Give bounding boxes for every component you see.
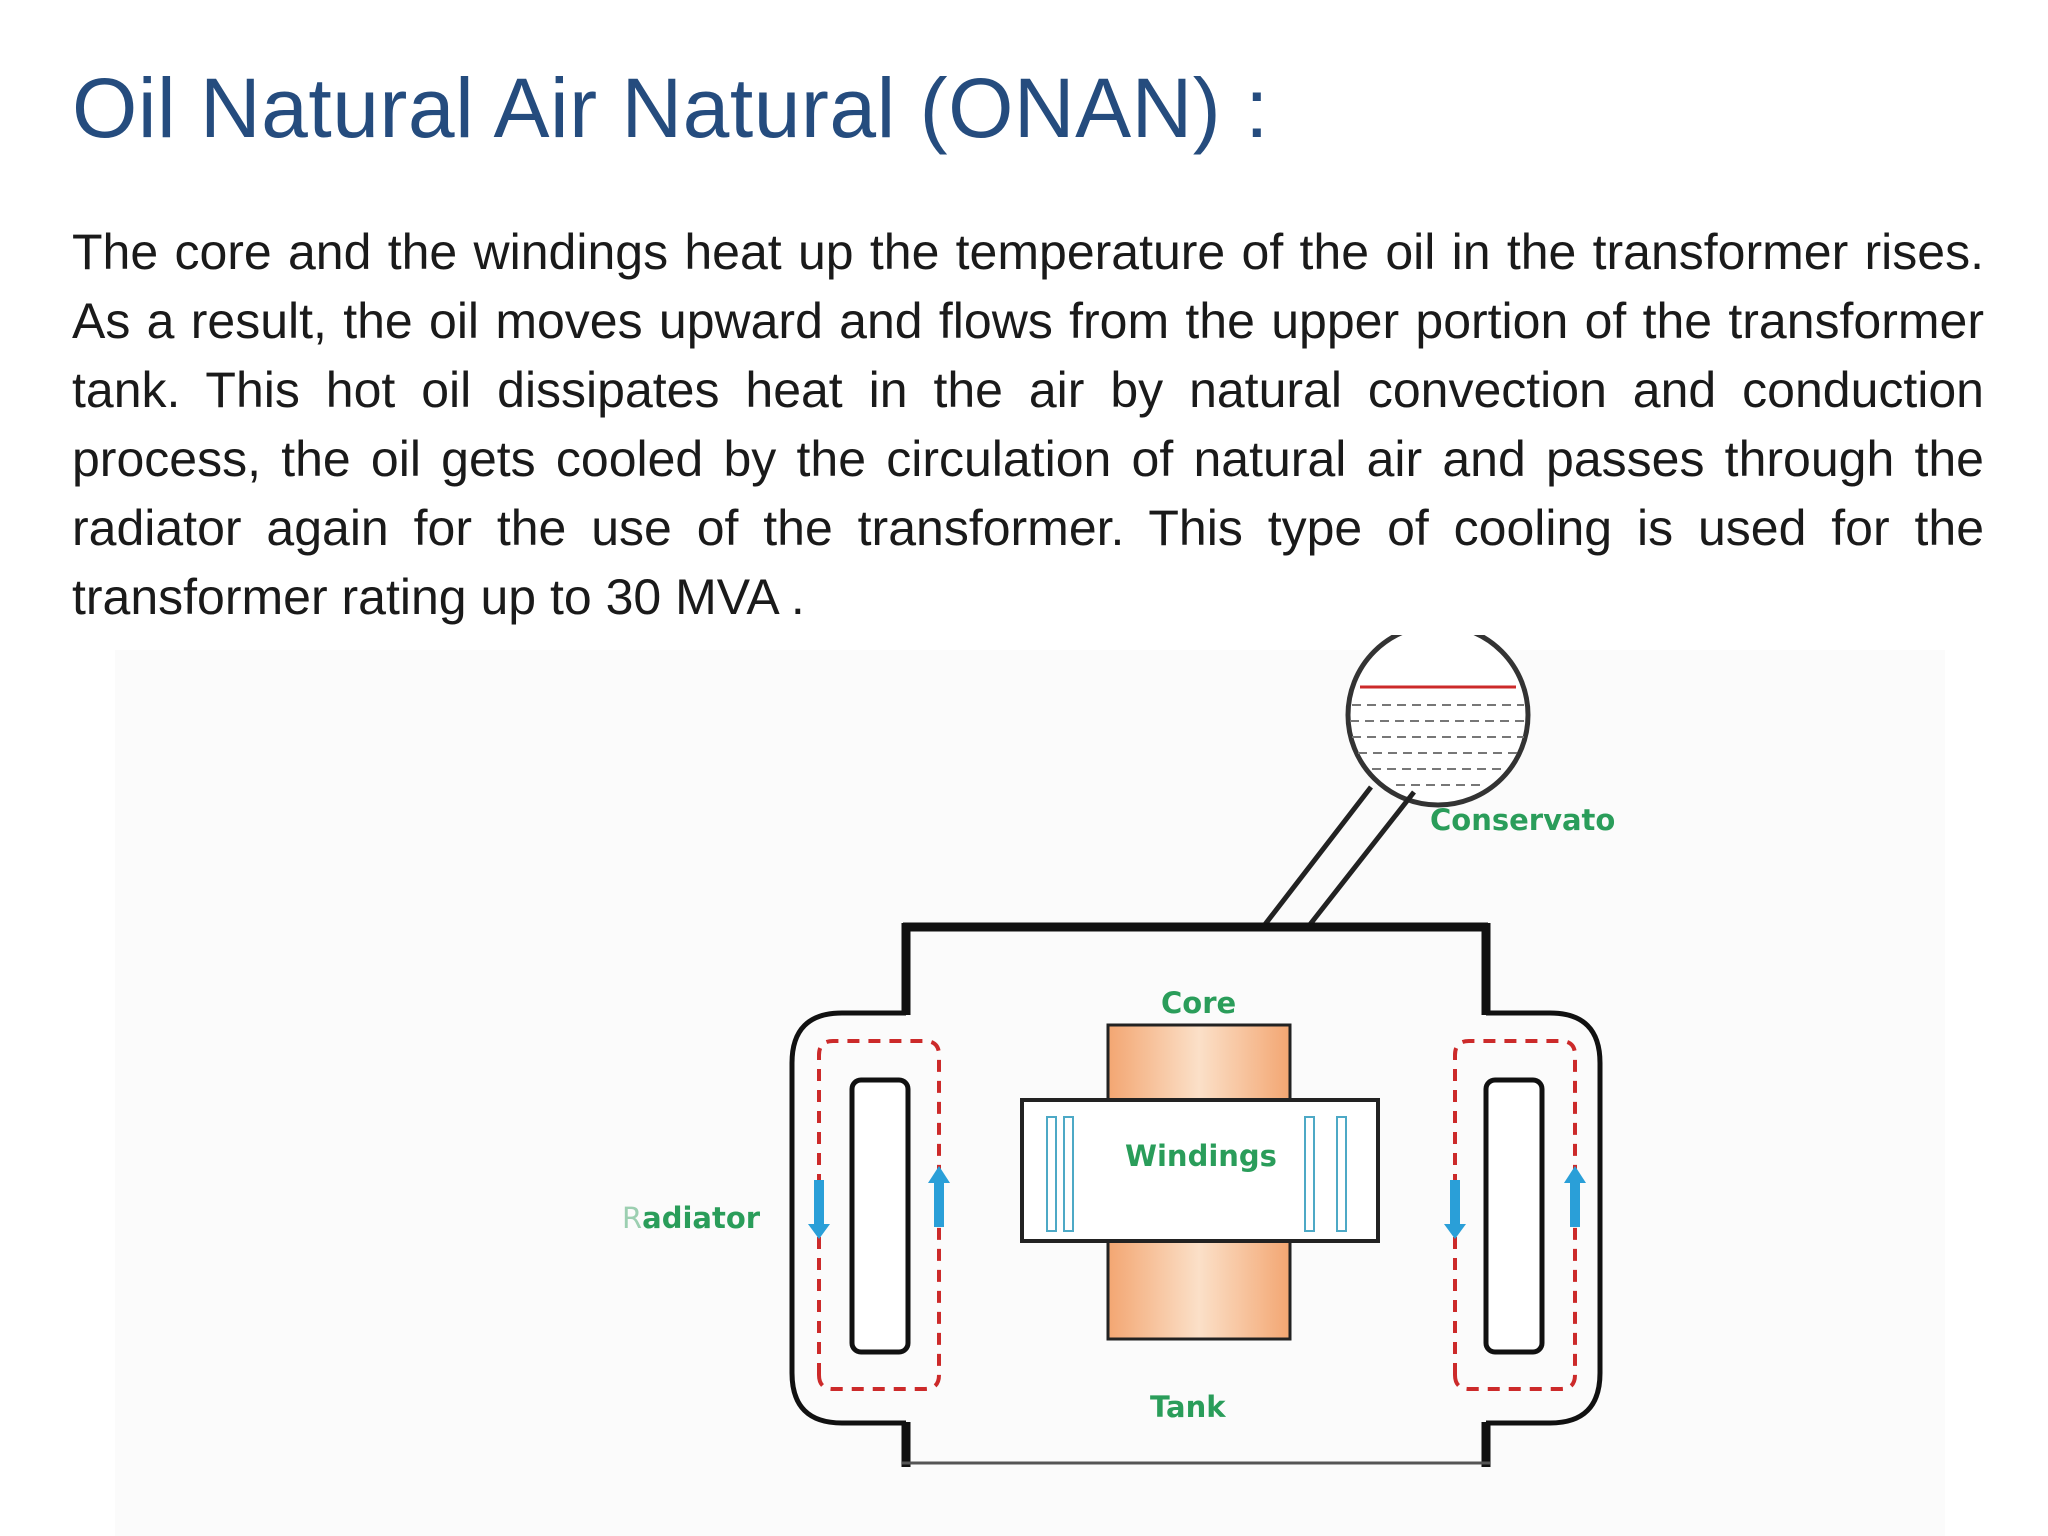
conservator-tank-circle <box>1345 635 1531 808</box>
windings-label: Windings <box>1125 1139 1277 1173</box>
radiator-label-text: adiator <box>642 1201 761 1235</box>
diagram-background <box>115 650 1945 1536</box>
down-arrow-icon <box>1444 1180 1466 1239</box>
tank <box>901 922 1491 1467</box>
winding-bars-left <box>1046 1116 1074 1232</box>
tank-label: Tank <box>1150 1390 1226 1424</box>
radiator-left-inner-tube <box>849 1077 911 1355</box>
core-label: Core <box>1161 986 1236 1020</box>
slide-body-text: The core and the windings heat up the te… <box>72 224 1984 625</box>
radiator-right-inner-tube <box>1483 1077 1545 1355</box>
conservator-oil-dashes <box>1350 704 1526 786</box>
conservator-label: Conservato <box>1430 803 1615 837</box>
conservator-pipe <box>1261 785 1416 929</box>
radiator-left <box>789 1010 950 1426</box>
up-arrow-icon <box>1564 1166 1586 1227</box>
radiator-right <box>1444 1010 1603 1426</box>
down-arrow-icon <box>808 1180 830 1239</box>
core-lower-limb <box>1106 1239 1292 1341</box>
core-assembly: Core Windings <box>1020 986 1380 1341</box>
core-upper-limb <box>1106 1023 1292 1102</box>
radiator-label-partial: R <box>622 1201 642 1235</box>
slide-title: Oil Natural Air Natural (ONAN) : <box>72 61 1269 155</box>
onan-diagram: Conservato <box>620 635 1640 1480</box>
up-arrow-icon <box>928 1166 950 1227</box>
windings-box <box>1020 1098 1380 1243</box>
winding-bars-right <box>1304 1116 1347 1232</box>
conservator: Conservato <box>1345 635 1615 837</box>
radiator-label: Radiator <box>622 1201 761 1235</box>
